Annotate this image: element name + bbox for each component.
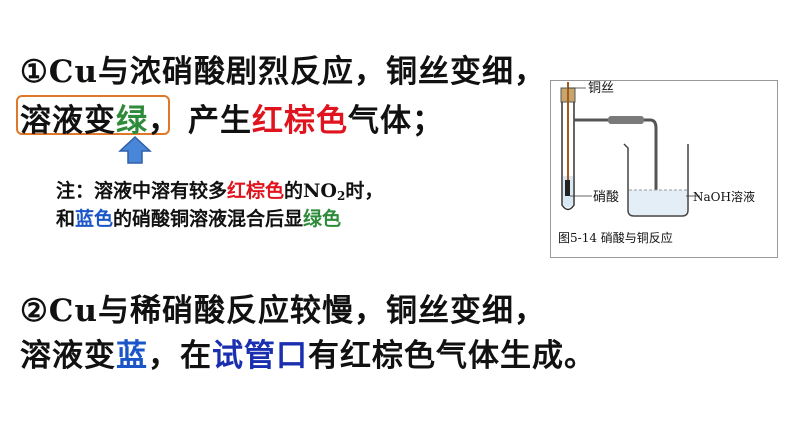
- line-1-text: Cu与浓硝酸剧烈反应，铜丝变细，: [48, 54, 547, 90]
- up-arrow-icon: [118, 135, 152, 164]
- delivery-tube-icon: [574, 116, 658, 208]
- apparatus-diagram: 铜丝 硝酸 NaOH溶液 图5-14 硝酸与铜反应: [550, 80, 778, 258]
- figure-caption: 图5-14 硝酸与铜反应: [558, 230, 673, 245]
- blue-phrase: 试管口: [212, 338, 308, 374]
- line-2: 溶液变绿，产生红棕色气体；: [20, 95, 444, 140]
- line-4-part: 有红棕色气体生成。: [308, 338, 596, 374]
- marker-1: ①: [20, 54, 49, 90]
- green-word: 绿: [116, 103, 148, 139]
- note-subscript: 2: [336, 189, 346, 203]
- line-2-part: 溶液变: [20, 103, 116, 139]
- line-4: 溶液变蓝，在试管口有红棕色气体生成。: [20, 330, 596, 375]
- marker-2: ②: [20, 293, 49, 329]
- red-word: 红棕色: [252, 103, 348, 139]
- line-4-part: 溶液变: [20, 338, 116, 374]
- line-1: ①Cu与浓硝酸剧烈反应，铜丝变细，: [20, 46, 546, 91]
- note-text: 的NO: [284, 180, 337, 202]
- note-text: 的硝酸铜溶液混合后显: [113, 208, 304, 230]
- highlight-box: [16, 95, 170, 135]
- beaker-icon: [623, 143, 689, 217]
- line-3: ②Cu与稀硝酸反应较慢，铜丝变细，: [20, 285, 546, 330]
- note-blue-word: 蓝色: [75, 208, 114, 230]
- label-acid: 硝酸: [593, 190, 619, 205]
- test-tube-icon: [560, 82, 576, 211]
- note-line-2: 和蓝色的硝酸铜溶液混合后显绿色: [56, 204, 341, 231]
- line-4-part: ，在: [148, 338, 212, 374]
- note-green-word: 绿色: [303, 208, 342, 230]
- note-text: 注：溶液中溶有较多: [56, 180, 228, 202]
- note-text: 和: [56, 208, 76, 230]
- blue-word: 蓝: [116, 338, 148, 374]
- line-2-part: 气体；: [348, 103, 444, 139]
- line-3-text: Cu与稀硝酸反应较慢，铜丝变细，: [48, 293, 547, 329]
- label-naoh: NaOH溶液: [693, 189, 755, 204]
- note-line-1: 注：溶液中溶有较多红棕色的NO2时，: [56, 176, 383, 203]
- note-text: 时，: [345, 180, 384, 202]
- note-red-word: 红棕色: [227, 180, 285, 202]
- line-2-comma: ，: [148, 103, 180, 139]
- line-2-part: 产生: [188, 103, 252, 139]
- label-wire: 铜丝: [588, 81, 614, 96]
